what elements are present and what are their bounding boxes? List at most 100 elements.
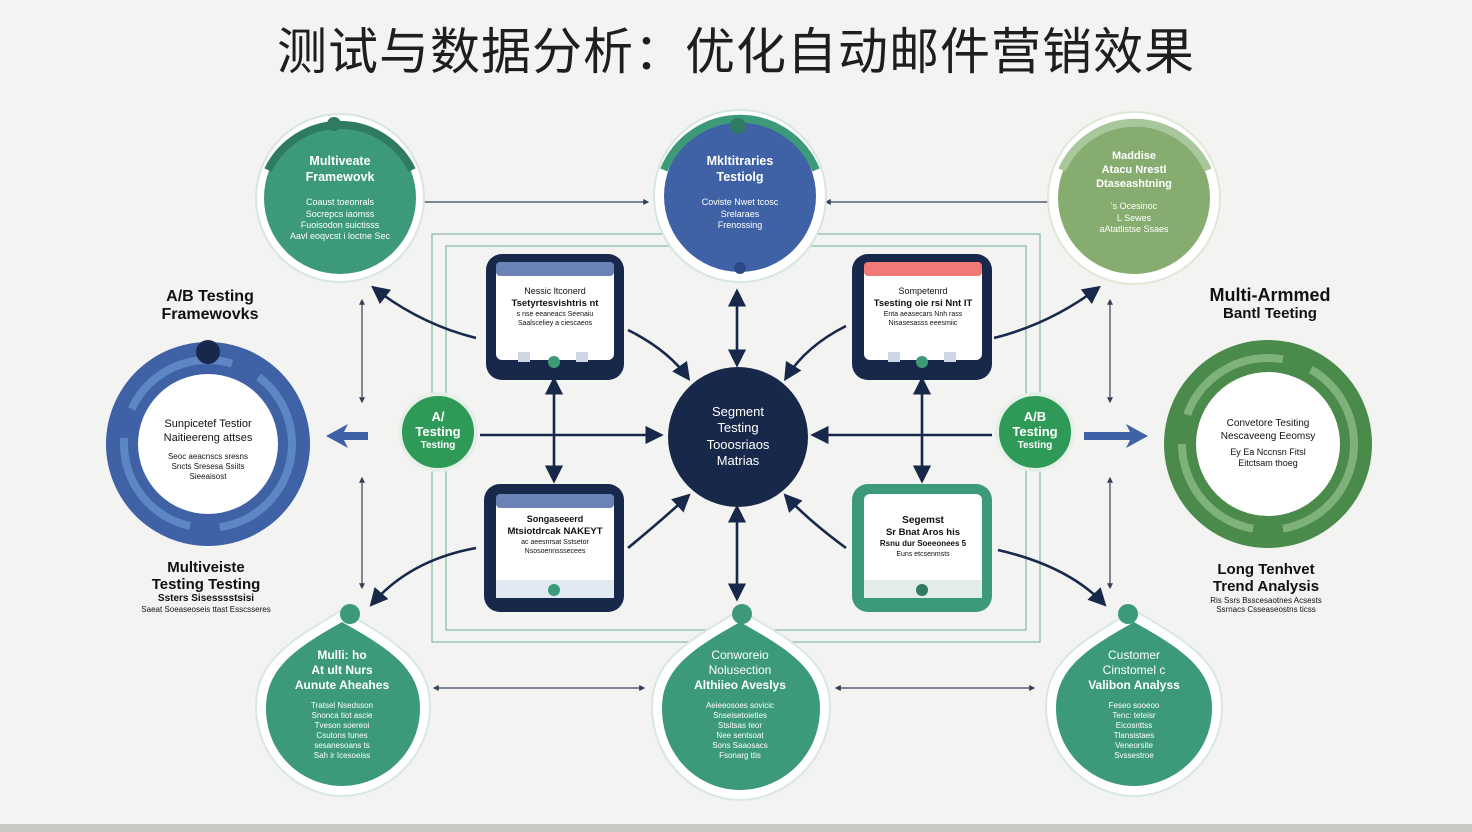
bottom-edge-bar — [0, 824, 1472, 832]
top-node-center-text: Mkltitraries Testiolg Coviste Nwet tcosc… — [670, 154, 810, 231]
bottom-node-right-title-2: Cinstomel c — [1102, 663, 1166, 677]
bottom-node-right-line: Tlansistaes — [1113, 731, 1155, 740]
bottom-node-center-title-3: Althiieo Aveslys — [694, 678, 786, 692]
card-line: Saalsceliey a ciescaeos — [517, 320, 593, 328]
left-bottom-label: Multiveiste Testing Testing Ssters Sises… — [128, 559, 284, 615]
bottom-node-center-title-2: Nolusection — [708, 663, 772, 677]
bottom-node-center-line: Sons Saaosacs — [712, 741, 768, 750]
left-node-text: Sunpicetef Testior Naitieereng attses Se… — [148, 418, 268, 482]
top-node-right-line: 's Ocesinoc — [1110, 201, 1158, 212]
top-node-right-line: L Sewes — [1116, 212, 1152, 223]
right-bottom-label-2: Trend Analysis — [1212, 577, 1320, 595]
right-node-line: Ey Ea Nccnsn Fitsl — [1230, 447, 1306, 457]
center-hub-line-1: Segment — [711, 404, 765, 419]
left-bottom-label-2: Testing Testing — [151, 575, 261, 593]
pill-left-line-2: Testing — [415, 423, 461, 439]
card-line: ac aeesnrsat Sstsetor — [521, 539, 589, 547]
right-node-head: Convetore Tesiting — [1226, 418, 1310, 429]
bottom-node-center-line: Stsitsas teor — [717, 721, 762, 730]
right-chevron-icon — [1084, 424, 1148, 448]
left-bottom-label-4: Saeat Soeaseoseis ttast Esscsseres — [141, 605, 271, 614]
left-node-line: Sncts Sresesa Ssiits — [171, 461, 245, 471]
left-bottom-label-3: Ssters Sisesssstsisi — [157, 593, 255, 604]
card-line: Enta aeasecars Nnh rass — [883, 311, 963, 319]
left-node-line: Sieeaisost — [189, 471, 227, 481]
card-line: s nse eeaneacs Seenaiu — [516, 311, 594, 319]
pill-right-line-1: A/B — [1023, 409, 1047, 424]
bottom-node-right-line: Svssestroe — [1114, 751, 1154, 760]
top-node-left-text: Multiveate Framewovk Coaust toeonrals So… — [270, 154, 410, 242]
top-node-right — [1047, 111, 1221, 285]
bottom-node-center-line: Fsonarg ttis — [719, 751, 761, 760]
bottom-node-center-text: Conworeio Nolusection Althiieo Aveslys A… — [674, 648, 806, 761]
card-top-left — [486, 254, 624, 380]
bottom-node-left-line: Tveson soereoi — [314, 721, 370, 730]
card-line: Sompetenrd — [898, 286, 948, 296]
top-node-left-line: Aavl eoqvcst i loctne Sec — [289, 231, 391, 241]
bottom-node-center-title-1: Conworeio — [711, 648, 769, 662]
bottom-node-left-line: Csutons tunes — [316, 731, 368, 740]
top-node-center-line: Srelaraes — [720, 208, 760, 219]
top-node-left-line: Socrepcs iaomss — [305, 208, 375, 219]
right-node-text: Convetore Tesiting Nescaveeng Eeomsy Ey … — [1208, 418, 1328, 470]
top-node-center-line: Frenossing — [717, 219, 763, 230]
right-bottom-label-3: Ris Ssrs Bsscesaotnes Acsests — [1210, 596, 1322, 605]
bottom-node-right-line: Eicosnttss — [1115, 721, 1153, 730]
bottom-node-right-title-3: Valibon Analyss — [1088, 678, 1180, 692]
card-bottom-right-text: Segemst Sr Bnat Aros his Rsnu dur Soeeon… — [866, 514, 980, 559]
card-line: Mtsiotdrcak NAKEYT — [507, 525, 603, 537]
pill-left-text: A/ Testing Testing — [400, 409, 476, 451]
card-top-right-text: Sompetenrd Tsesting oie rsi Nnt IT Enta … — [866, 286, 980, 328]
top-node-center-title-2: Testiolg — [716, 169, 764, 184]
top-node-right-title-1: Maddise — [1111, 150, 1156, 162]
top-node-left-title-2: Framewovk — [305, 169, 375, 184]
center-hub-line-4: Matrias — [716, 452, 760, 468]
page-title: 测试与数据分析：优化自动邮件营销效果 — [277, 23, 1195, 81]
bottom-node-center — [650, 604, 832, 802]
card-bottom-left — [484, 484, 624, 612]
card-line: Tsetyrtesvishtris nt — [511, 297, 599, 309]
bottom-node-right-line: Veneorsite — [1115, 741, 1153, 750]
card-top-right — [852, 254, 992, 380]
top-node-right-title-2: Atacu Nrestl — [1101, 163, 1167, 176]
right-bottom-label-1: Long Tenhvet — [1217, 561, 1315, 578]
center-hub — [668, 367, 808, 507]
bottom-node-left-line: Tratsel Nsedsson — [311, 701, 373, 710]
pill-left — [398, 392, 478, 472]
bottom-node-right — [1044, 604, 1224, 798]
bottom-node-left-title-2: At ult Nurs — [311, 663, 373, 677]
top-node-left-line: Coaust toeonrals — [305, 197, 375, 208]
right-node-label-1: Multi-Armmed — [1209, 285, 1331, 305]
card-line: Segemst — [902, 515, 944, 526]
right-node-line: Eitctsam thoeg — [1238, 458, 1298, 469]
pill-left-line-1: A/ — [431, 409, 445, 424]
center-hub-text: Segment Testing Tooosriaos Matrias — [678, 404, 798, 469]
card-line: Nisasesasss eeesmiic — [888, 320, 958, 328]
pill-left-line-3: Testing — [420, 439, 456, 451]
top-node-center — [653, 109, 827, 283]
bottom-node-right-line: Feseo sooeoo — [1108, 701, 1160, 710]
bottom-node-left-line: sesanesoans ts — [314, 741, 370, 750]
center-hub-line-3: Tooosriaos — [706, 436, 770, 452]
thick-arrows — [369, 285, 1107, 607]
top-node-left-title-1: Multiveate — [309, 154, 371, 168]
card-bottom-left-text: Songaseeerd Mtsiotdrcak NAKEYT ac aeesnr… — [498, 514, 612, 556]
bottom-node-right-title-1: Customer — [1107, 648, 1160, 662]
card-line: Euns etcsenmsts — [896, 550, 950, 558]
card-bottom-right — [852, 484, 992, 612]
right-node-sub: Nescaveeng Eeomsy — [1220, 430, 1316, 442]
bottom-node-center-line: Aeieeosoes sovicic — [705, 701, 775, 710]
bottom-node-left-text: Mulli: ho At ult Nurs Aunute Aheahes Tra… — [276, 648, 408, 761]
left-node-label-2: Framewovks — [161, 305, 259, 323]
top-node-right-title-3: Dtaseashtning — [1096, 177, 1172, 190]
bottom-node-right-line: Tenc: teteisr — [1112, 711, 1156, 720]
card-line: Sr Bnat Aros his — [885, 527, 961, 538]
right-bottom-label-4: Ssrnacs Csseaseostns ticss — [1216, 604, 1316, 614]
right-node-label-2: Bantl Teeting — [1223, 304, 1317, 322]
bottom-node-left-line: Snonca tiot ascie — [311, 711, 373, 720]
card-line: Tsesting oie rsi Nnt IT — [873, 297, 973, 309]
left-bottom-label-1: Multiveiste — [167, 559, 245, 576]
bottom-node-left-line: Sah ir Icesoeiss — [313, 751, 371, 760]
pill-right-text: A/B Testing Testing — [997, 409, 1073, 451]
